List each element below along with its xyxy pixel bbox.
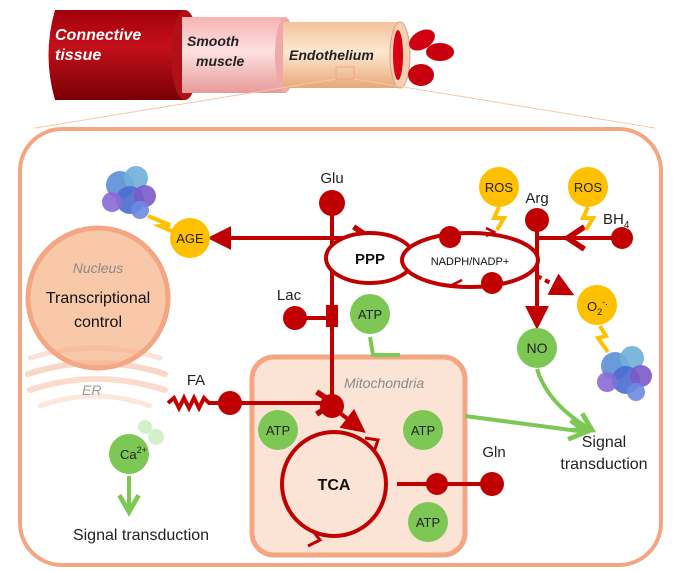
signal-transduction-label-2: transduction: [560, 456, 647, 473]
connective-tissue-label-2: tissue: [55, 47, 101, 64]
nadph-loop: [400, 231, 540, 289]
gln-label: Gln: [482, 444, 505, 461]
nucleus-title: Nucleus: [73, 260, 124, 276]
age-label: AGE: [176, 231, 204, 246]
vessel-illustration: Connective tissue Smooth muscle Endothel…: [34, 10, 656, 129]
o2-label: O: [587, 299, 597, 314]
blood-cell-icon: [426, 43, 454, 61]
atp-label: ATP: [358, 307, 382, 322]
svg-text:BH4: BH4: [603, 211, 630, 231]
lightning-bolt-icon: [594, 324, 610, 354]
blood-cell-icon: [408, 64, 434, 86]
protein-structure-icon: [597, 346, 652, 401]
protein-structure-icon: [102, 166, 156, 219]
fa-label: FA: [187, 372, 205, 389]
endoplasmic-reticulum: [25, 345, 168, 409]
metabolite-nodes: [218, 190, 633, 496]
atp-label: ATP: [416, 515, 440, 530]
svg-text:Ca2+: Ca2+: [120, 445, 147, 462]
mitochondria: [249, 354, 468, 558]
nucleus-body-1: Transcriptional: [46, 290, 150, 307]
signal-transduction-label-3: Signal transduction: [73, 527, 209, 544]
atp-node: [350, 294, 390, 334]
atp-node: [258, 410, 298, 450]
nadph-label: NADPH/NADP+: [431, 256, 510, 268]
lac-label: Lac: [277, 287, 302, 304]
calcium-label: Ca: [120, 447, 137, 462]
nucleus-body-2: control: [74, 314, 122, 331]
superoxide-node: [577, 285, 617, 325]
ros-bulb-icon: [568, 167, 608, 232]
smooth-muscle-label-1: Smooth: [187, 33, 239, 49]
tca-label: TCA: [318, 477, 351, 494]
atp-node: [403, 410, 443, 450]
endothelium-label: Endothelium: [289, 47, 374, 63]
ros-bulb-icon: [479, 167, 519, 232]
blood-cell-icon: [409, 29, 435, 51]
ros-label-2: ROS: [574, 180, 603, 195]
signal-transduction-label-1: Signal: [582, 434, 626, 451]
tca-cycle: [280, 430, 388, 538]
lightning-bolt-icon: [147, 214, 177, 235]
er-label: ER: [82, 382, 101, 398]
arg-label: Arg: [525, 190, 548, 207]
atp-label: ATP: [266, 423, 290, 438]
calcium-node: [109, 434, 149, 474]
no-node: [517, 328, 557, 368]
age-node: [170, 218, 210, 258]
bh4-label: BH: [603, 211, 624, 228]
atp-node: [408, 502, 448, 542]
smooth-muscle-label-2: muscle: [196, 53, 244, 69]
nucleus: [25, 225, 171, 371]
mitochondria-label: Mitochondria: [344, 375, 424, 391]
connective-tissue-label-1: Connective: [55, 27, 141, 44]
ros-label-1: ROS: [485, 180, 514, 195]
signaling-pathways: [117, 336, 597, 517]
atp-label: ATP: [411, 423, 435, 438]
glu-label: Glu: [320, 170, 343, 187]
svg-text:O2-.: O2-.: [587, 297, 608, 317]
no-label: NO: [527, 340, 548, 356]
ppp-label: PPP: [355, 251, 385, 268]
